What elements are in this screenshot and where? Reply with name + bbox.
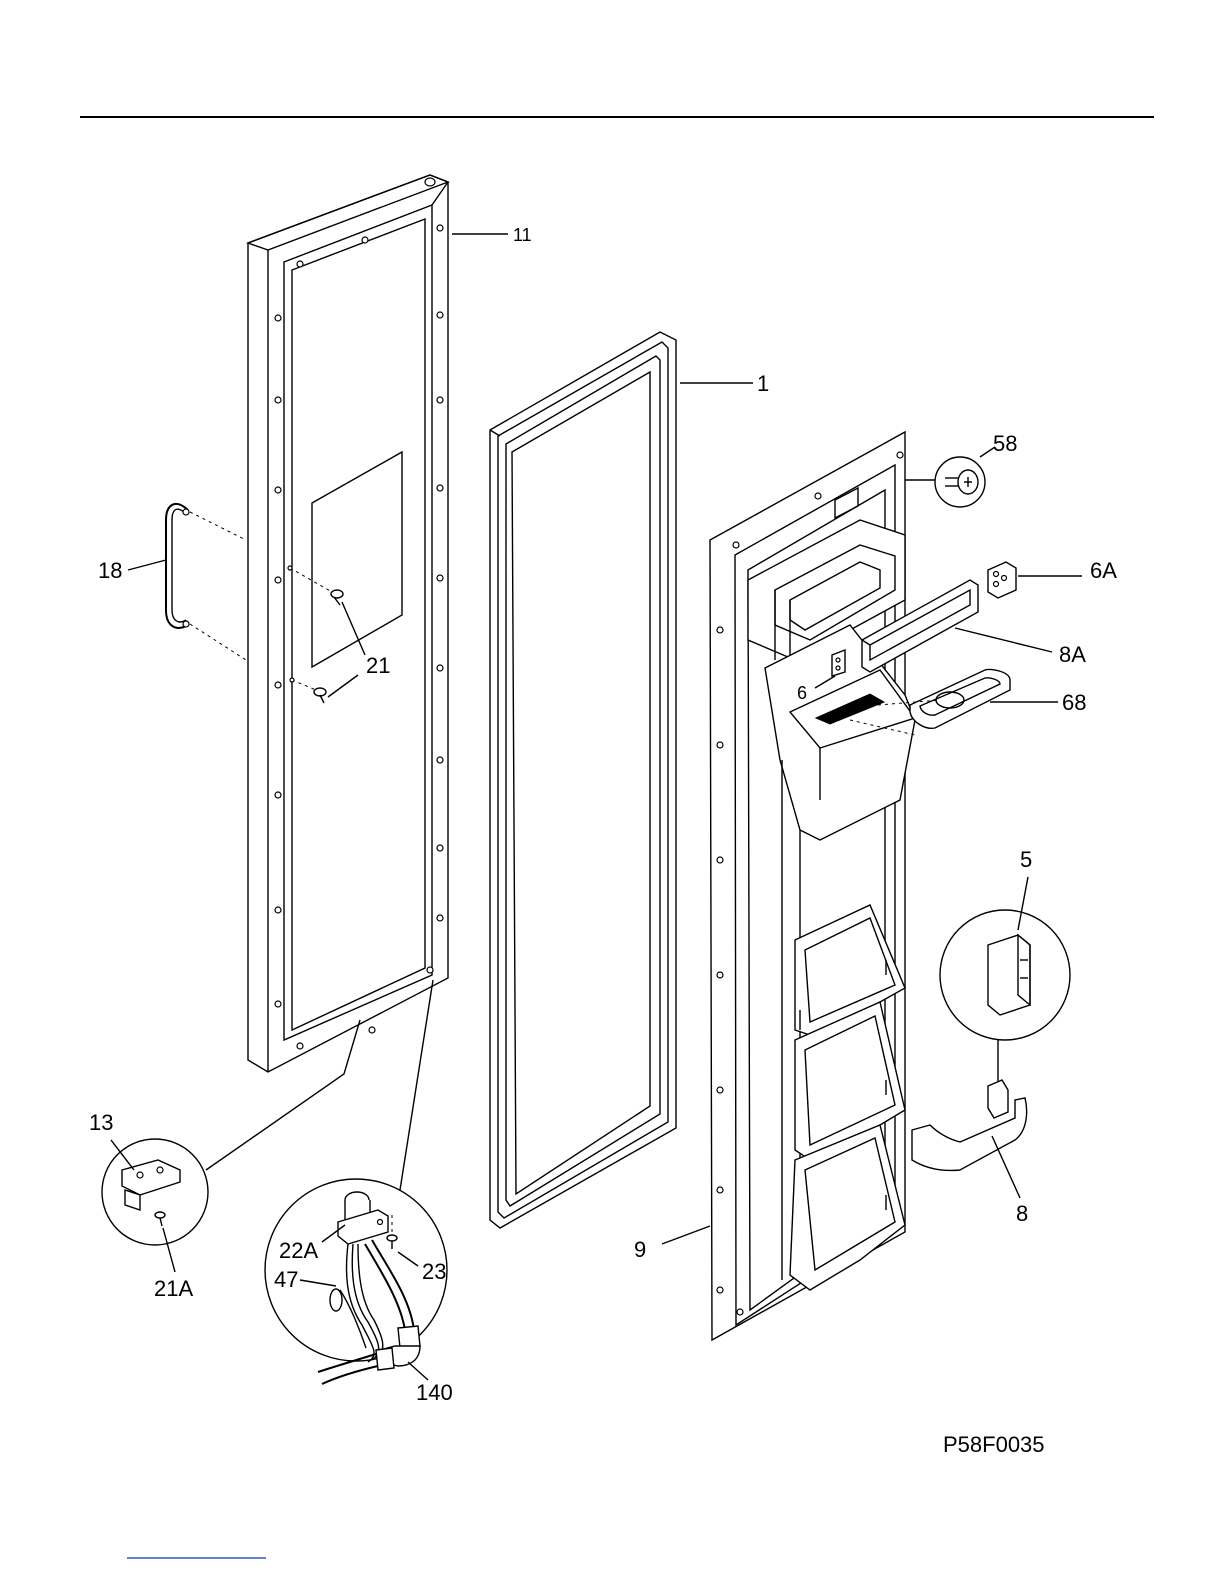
callout-140: 140 bbox=[416, 1380, 453, 1405]
part-1-gasket bbox=[490, 332, 676, 1228]
callout-11: 11 bbox=[513, 225, 532, 245]
part-5-clip-detail bbox=[940, 910, 1070, 1082]
callout-47: 47 bbox=[274, 1267, 298, 1292]
part-6-bracket bbox=[832, 650, 845, 676]
callout-6: 6 bbox=[797, 683, 807, 703]
callout-58: 58 bbox=[993, 431, 1017, 456]
part-9-door-liner bbox=[710, 432, 915, 1340]
part-6A-clip bbox=[988, 562, 1016, 598]
callout-21: 21 bbox=[366, 653, 390, 678]
part-18-handle bbox=[166, 504, 246, 660]
callout-21A: 21A bbox=[154, 1276, 193, 1301]
part-13-bracket-detail bbox=[102, 1139, 208, 1245]
callout-1: 1 bbox=[757, 371, 769, 396]
callout-22A: 22A bbox=[279, 1238, 318, 1263]
callout-8: 8 bbox=[1016, 1201, 1028, 1226]
callout-13: 13 bbox=[89, 1110, 113, 1135]
part-58-screw-detail bbox=[905, 457, 985, 507]
callout-68: 68 bbox=[1062, 690, 1086, 715]
callout-6A: 6A bbox=[1090, 558, 1117, 583]
callout-8A: 8A bbox=[1059, 642, 1086, 667]
callout-18: 18 bbox=[98, 558, 122, 583]
part-8-bin-bar bbox=[912, 1080, 1027, 1171]
part-11-door-frame bbox=[248, 175, 448, 1072]
drawing-id: P58F0035 bbox=[943, 1432, 1045, 1457]
callout-5: 5 bbox=[1020, 847, 1032, 872]
callout-9: 9 bbox=[634, 1237, 646, 1262]
callout-23: 23 bbox=[422, 1259, 446, 1284]
